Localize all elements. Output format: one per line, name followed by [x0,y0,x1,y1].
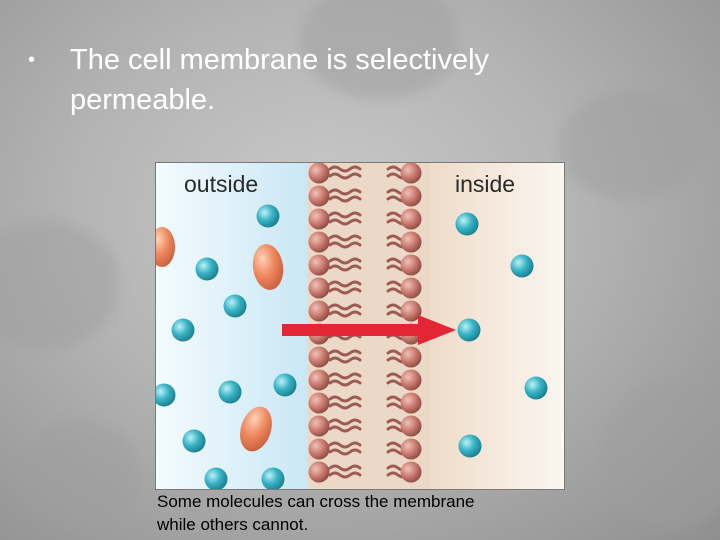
phospholipid-head [401,163,422,184]
small-molecule [172,319,195,342]
phospholipid-head [309,462,330,483]
caption-line2: while others cannot. [157,513,577,536]
phospholipid-head [309,370,330,391]
phospholipid-head [309,439,330,460]
phospholipid-head [309,186,330,207]
phospholipid-head [401,186,422,207]
phospholipid-head [401,209,422,230]
small-molecule [274,374,297,397]
phospholipid-head [401,416,422,437]
outside-label: outside [184,171,258,198]
small-molecule [257,205,280,228]
phospholipid-head [401,393,422,414]
inside-label: inside [455,171,515,198]
phospholipid-head [401,278,422,299]
small-molecule [458,319,481,342]
phospholipid-head [309,232,330,253]
small-molecule [525,377,548,400]
phospholipid-head [309,347,330,368]
phospholipid-head [309,416,330,437]
bullet-text-line1: The cell membrane is selectively [28,40,588,80]
background-cell-shape [20,420,140,530]
small-molecule [511,255,534,278]
small-molecule [456,213,479,236]
phospholipid-head [401,255,422,276]
small-molecule [459,435,482,458]
phospholipid-head [401,347,422,368]
phospholipid-head [309,393,330,414]
phospholipid-head [309,278,330,299]
small-molecule [196,258,219,281]
small-molecule [219,381,242,404]
background-cell-shape [0,220,120,350]
phospholipid-head [401,232,422,253]
caption: Some molecules can cross the membrane wh… [157,490,577,536]
phospholipid-head [309,301,330,322]
phospholipid-head [401,439,422,460]
phospholipid-head [401,462,422,483]
phospholipid-head [309,255,330,276]
bullet-point: • The cell membrane is selectively perme… [28,40,588,120]
phospholipid-head [309,163,330,184]
caption-line1: Some molecules can cross the membrane [157,490,577,513]
background-cell-shape [600,380,720,530]
phospholipid-head [401,370,422,391]
bullet-text-line2: permeable. [28,80,588,120]
inside-region [430,163,564,489]
small-molecule [183,430,206,453]
bullet-marker: • [28,40,35,80]
membrane-diagram: outside inside [155,162,565,490]
phospholipid-head [309,209,330,230]
small-molecule [224,295,247,318]
membrane-illustration [156,163,564,489]
